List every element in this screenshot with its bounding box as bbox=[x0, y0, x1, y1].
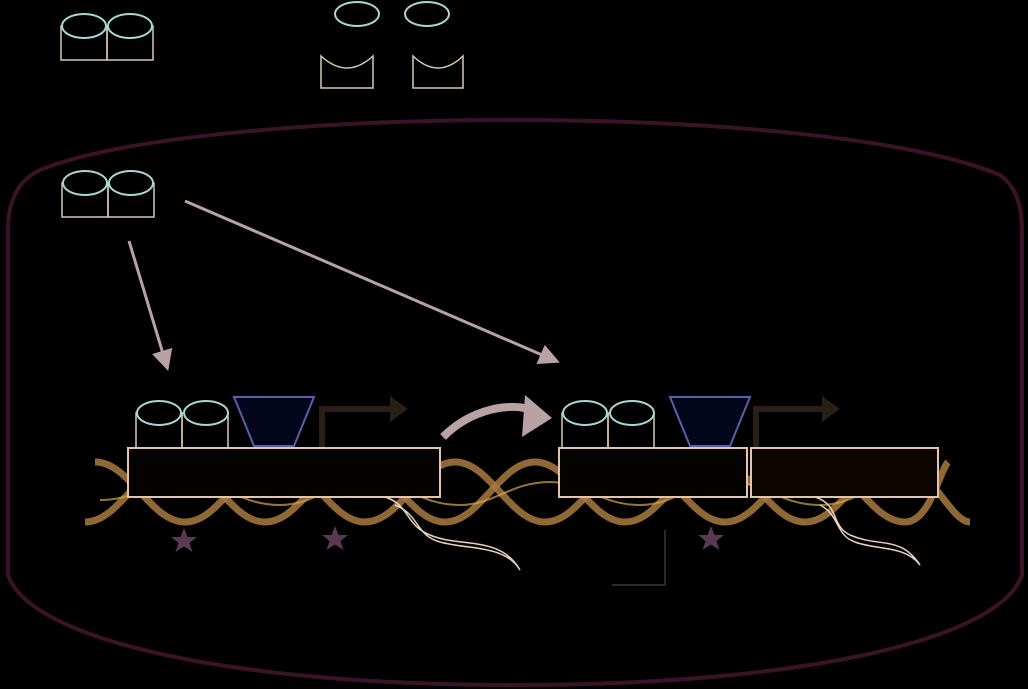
gene-region-2 bbox=[558, 396, 939, 586]
label-pointer-line bbox=[612, 530, 666, 586]
receptor-dimer-icon bbox=[561, 400, 655, 449]
gene-box bbox=[127, 447, 441, 498]
binding-half-icon bbox=[404, 1, 464, 89]
cell-membrane bbox=[6, 118, 1024, 688]
translocation-arrowhead bbox=[522, 395, 552, 437]
mrna-strand bbox=[814, 496, 921, 566]
binding-half-icon bbox=[320, 1, 380, 89]
star-icon bbox=[171, 528, 197, 552]
gene-box bbox=[558, 447, 748, 498]
star-icon bbox=[698, 526, 724, 550]
receptor-dimer-icon bbox=[60, 13, 154, 61]
gene-box bbox=[750, 447, 939, 498]
promoter-arrow-icon bbox=[753, 396, 840, 447]
receptor-dimer-icon bbox=[135, 400, 229, 449]
arrow-to-gene-1 bbox=[127, 240, 173, 372]
gene-region-1 bbox=[127, 396, 521, 571]
dna-strand bbox=[84, 458, 971, 526]
receptor-dimer-icon bbox=[61, 170, 155, 218]
mrna-strand bbox=[384, 496, 521, 571]
promoter-arrow-icon bbox=[319, 396, 408, 447]
star-icon bbox=[322, 526, 348, 550]
polymerase-icon bbox=[668, 396, 752, 447]
arrow-to-gene-2 bbox=[184, 199, 560, 364]
polymerase-icon bbox=[232, 396, 316, 447]
